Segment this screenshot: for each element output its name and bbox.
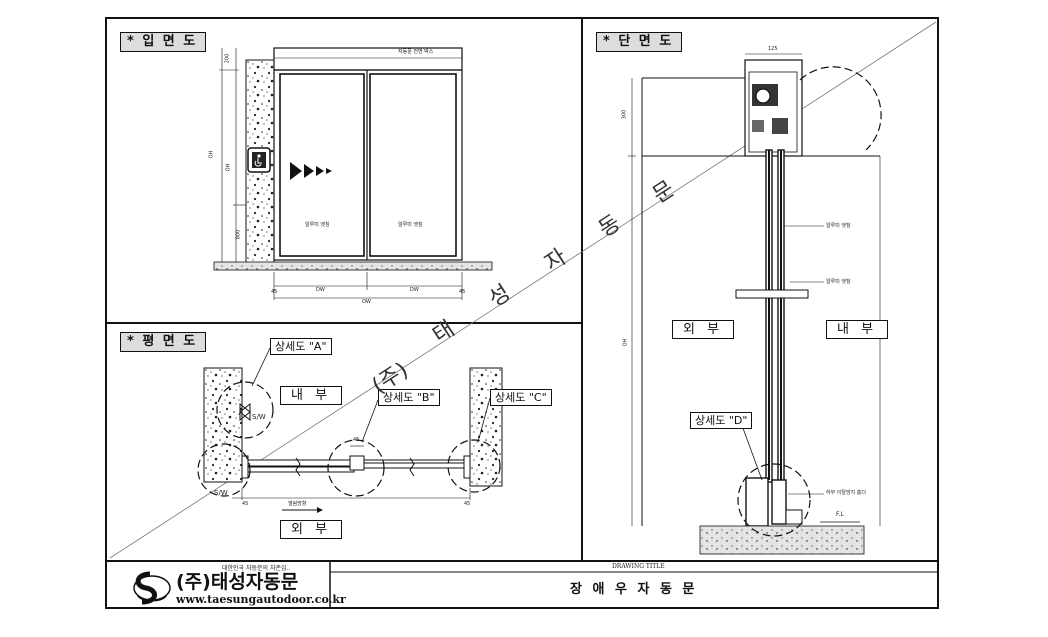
elevation-dim-dw1: DW	[316, 287, 325, 293]
plan-dim-45c: 45	[464, 501, 471, 507]
section-fl: F.L	[836, 511, 844, 518]
plan-sw2: S/W	[214, 489, 228, 497]
elevation-title: * 입 면 도	[120, 32, 207, 52]
section-dim-width: 125	[768, 46, 778, 52]
plan-dim-45b: 45	[353, 437, 360, 443]
elevation-dim-low: 800	[235, 229, 242, 240]
section-title: * 단 면 도	[596, 32, 683, 52]
section-inside-label: 내 부	[826, 320, 889, 339]
plan-detail-c: 상세도 "C"	[490, 389, 552, 406]
elevation-box-label: 자동문 전면 박스	[398, 49, 434, 55]
drawing-title-label: DRAWING TITLE	[612, 563, 665, 570]
plan-outside-label: 외 부	[280, 520, 343, 539]
plan-inside-label: 내 부	[280, 386, 343, 405]
elevation-right-panel-label: 알루미 엣침	[398, 222, 423, 228]
elevation-dim-oh-left: OH	[208, 150, 215, 159]
elevation-dim-top: 200	[224, 53, 231, 64]
plan-sw1: S/W	[252, 413, 266, 421]
company-note: 대한민국 자동문의 자존심..	[222, 565, 291, 572]
section-detail-d: 상세도 "D"	[690, 412, 753, 429]
elevation-dim-dw2: DW	[410, 287, 419, 293]
plan-view	[197, 347, 503, 513]
company-logo-mark	[133, 571, 171, 605]
plan-title: * 평 면 도	[120, 332, 207, 352]
plan-detail-a: 상세도 "A"	[270, 338, 332, 355]
elevation-view	[213, 47, 493, 300]
elevation-dim-45a: 45	[271, 289, 278, 295]
elevation-dim-ow: OW	[362, 299, 371, 305]
plan-direction-label: 열림방향	[288, 501, 307, 507]
section-frame2: 알루미 엣침	[826, 279, 851, 285]
elevation-dim-45b: 45	[459, 289, 466, 295]
section-view	[628, 53, 882, 555]
section-bottom-guide: 하부 이탈방지 홈더	[826, 490, 866, 496]
plan-detail-b: 상세도 "B"	[378, 389, 440, 406]
section-frame1: 알루미 엣침	[826, 223, 851, 229]
section-outside-label: 외 부	[672, 320, 735, 339]
sheet-frame	[105, 17, 939, 609]
plan-dim-45a: 45	[242, 501, 249, 507]
section-dim-oh: OH	[622, 338, 629, 347]
elevation-dim-oh: OH	[225, 163, 232, 172]
elevation-left-panel-label: 알루미 엣침	[305, 222, 330, 228]
company-url: www.taesungautodoor.co.kr	[176, 593, 346, 606]
drawing-title: 장 애 우 자 동 문	[570, 582, 698, 597]
company-name: (주)태성자동문	[176, 571, 299, 593]
section-dim-300: 300	[621, 109, 628, 120]
